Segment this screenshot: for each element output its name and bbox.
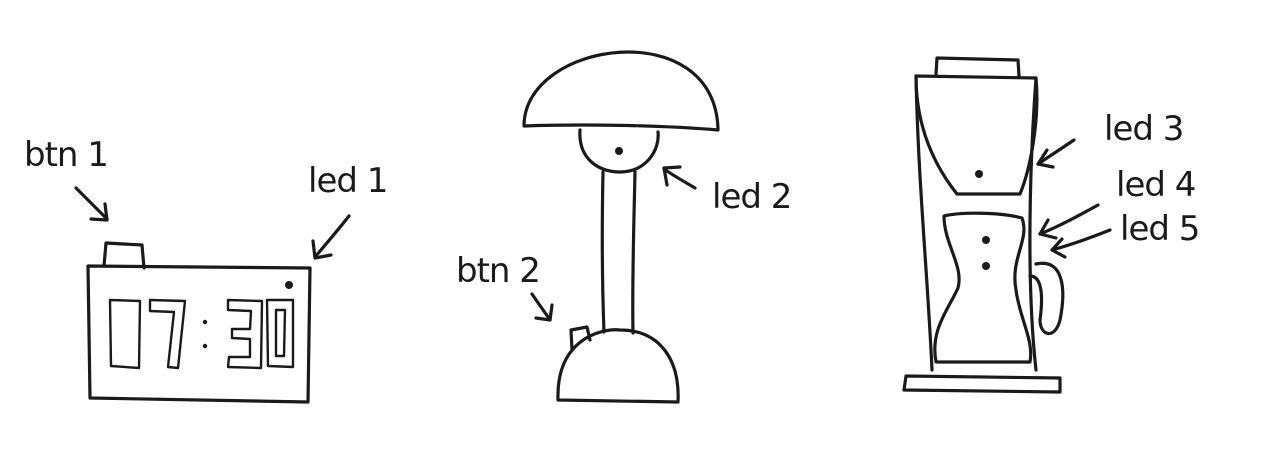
coffee-led5-dot bbox=[982, 262, 990, 270]
led2-label: led 2 bbox=[712, 177, 791, 217]
btn1-label: btn 1 bbox=[24, 135, 108, 175]
colon-dot-bottom bbox=[203, 344, 207, 348]
clock-button bbox=[104, 243, 144, 268]
btn2-label: btn 2 bbox=[456, 251, 540, 291]
clock-led-dot bbox=[285, 281, 293, 289]
lamp-led-dot bbox=[615, 147, 623, 155]
arrow-to-btn2 bbox=[532, 294, 552, 320]
lamp-stem-left bbox=[602, 172, 604, 332]
clock-display-digits bbox=[110, 300, 293, 368]
coffee-carafe-handle bbox=[1030, 263, 1063, 333]
lamp-stem-right bbox=[633, 172, 635, 333]
led1-label: led 1 bbox=[308, 161, 387, 201]
arrow-to-btn1 bbox=[76, 188, 107, 220]
arrow-to-led3 bbox=[1038, 140, 1074, 167]
coffee-base bbox=[904, 376, 1060, 392]
coffee-carafe bbox=[935, 213, 1031, 362]
coffee-lid bbox=[936, 58, 1019, 76]
arrow-to-led1 bbox=[313, 216, 349, 258]
digit-0b-inner bbox=[276, 310, 285, 356]
lamp-shade bbox=[524, 52, 718, 130]
digit-0-outline bbox=[110, 300, 140, 368]
digit-7-outline bbox=[150, 300, 185, 368]
colon-dot-top bbox=[203, 320, 207, 324]
coffee-left-side bbox=[916, 76, 932, 370]
arrow-to-led4 bbox=[1040, 205, 1098, 238]
digit-3-outline bbox=[228, 300, 262, 368]
lamp-base bbox=[558, 330, 678, 402]
arrow-to-led2 bbox=[664, 167, 695, 188]
arrow-to-led5 bbox=[1052, 230, 1110, 257]
coffee-maker: led 3 led 4 led 5 bbox=[904, 58, 1199, 392]
desk-lamp: led 2 btn 2 bbox=[456, 52, 791, 402]
alarm-clock: btn 1 led 1 bbox=[24, 135, 387, 402]
led5-label: led 5 bbox=[1120, 209, 1199, 249]
led3-label: led 3 bbox=[1104, 109, 1183, 149]
led4-label: led 4 bbox=[1116, 165, 1195, 205]
coffee-led3-dot bbox=[975, 170, 983, 178]
coffee-led4-dot bbox=[982, 236, 990, 244]
